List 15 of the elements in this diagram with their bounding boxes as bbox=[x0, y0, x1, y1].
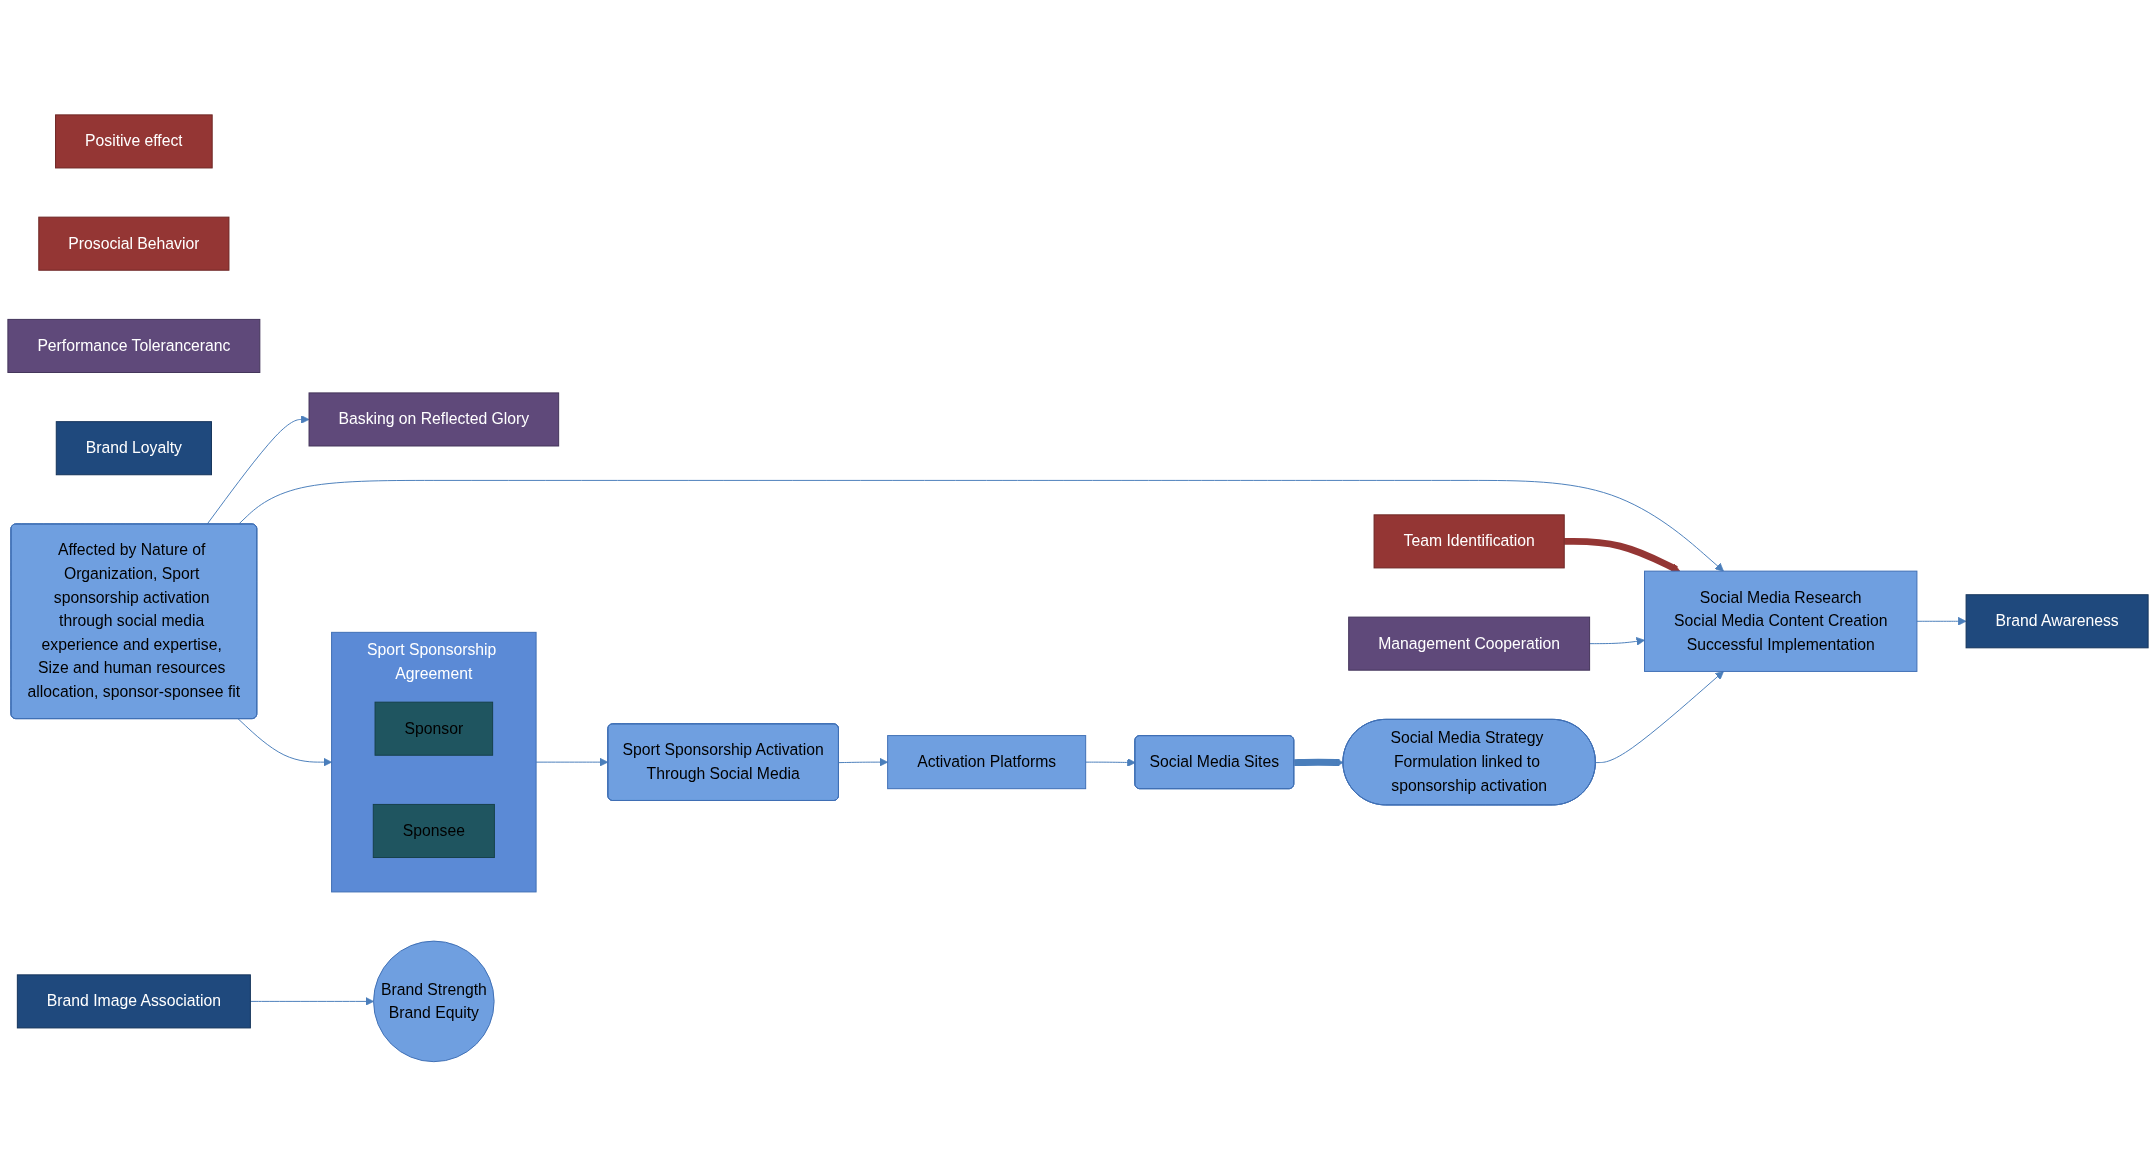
node-box: Team Identification bbox=[1373, 514, 1565, 569]
node-box: Brand Awareness bbox=[1965, 593, 2149, 649]
node-box: Activation Platforms bbox=[887, 734, 1087, 789]
node-box: Basking on Reflected Glory bbox=[308, 392, 560, 447]
node-box: Prosocial Behavior bbox=[38, 216, 230, 271]
node-box: Sponsee bbox=[372, 803, 495, 858]
node-box: Sponsor bbox=[374, 701, 494, 756]
node-box: Management Cooperation bbox=[1348, 616, 1591, 671]
node-box: Brand Image Association bbox=[16, 974, 251, 1029]
arrow bbox=[1294, 757, 1344, 767]
node-box: Social Media Research Social Media Content Creation Successful Implementation bbox=[1644, 570, 1918, 672]
node-box: Positive effect bbox=[55, 114, 213, 169]
node-box: Performance Toleranceranc bbox=[7, 318, 261, 373]
node-circle: Brand Strength Brand Equity bbox=[373, 940, 495, 1062]
node-box: Brand Loyalty bbox=[55, 420, 212, 475]
